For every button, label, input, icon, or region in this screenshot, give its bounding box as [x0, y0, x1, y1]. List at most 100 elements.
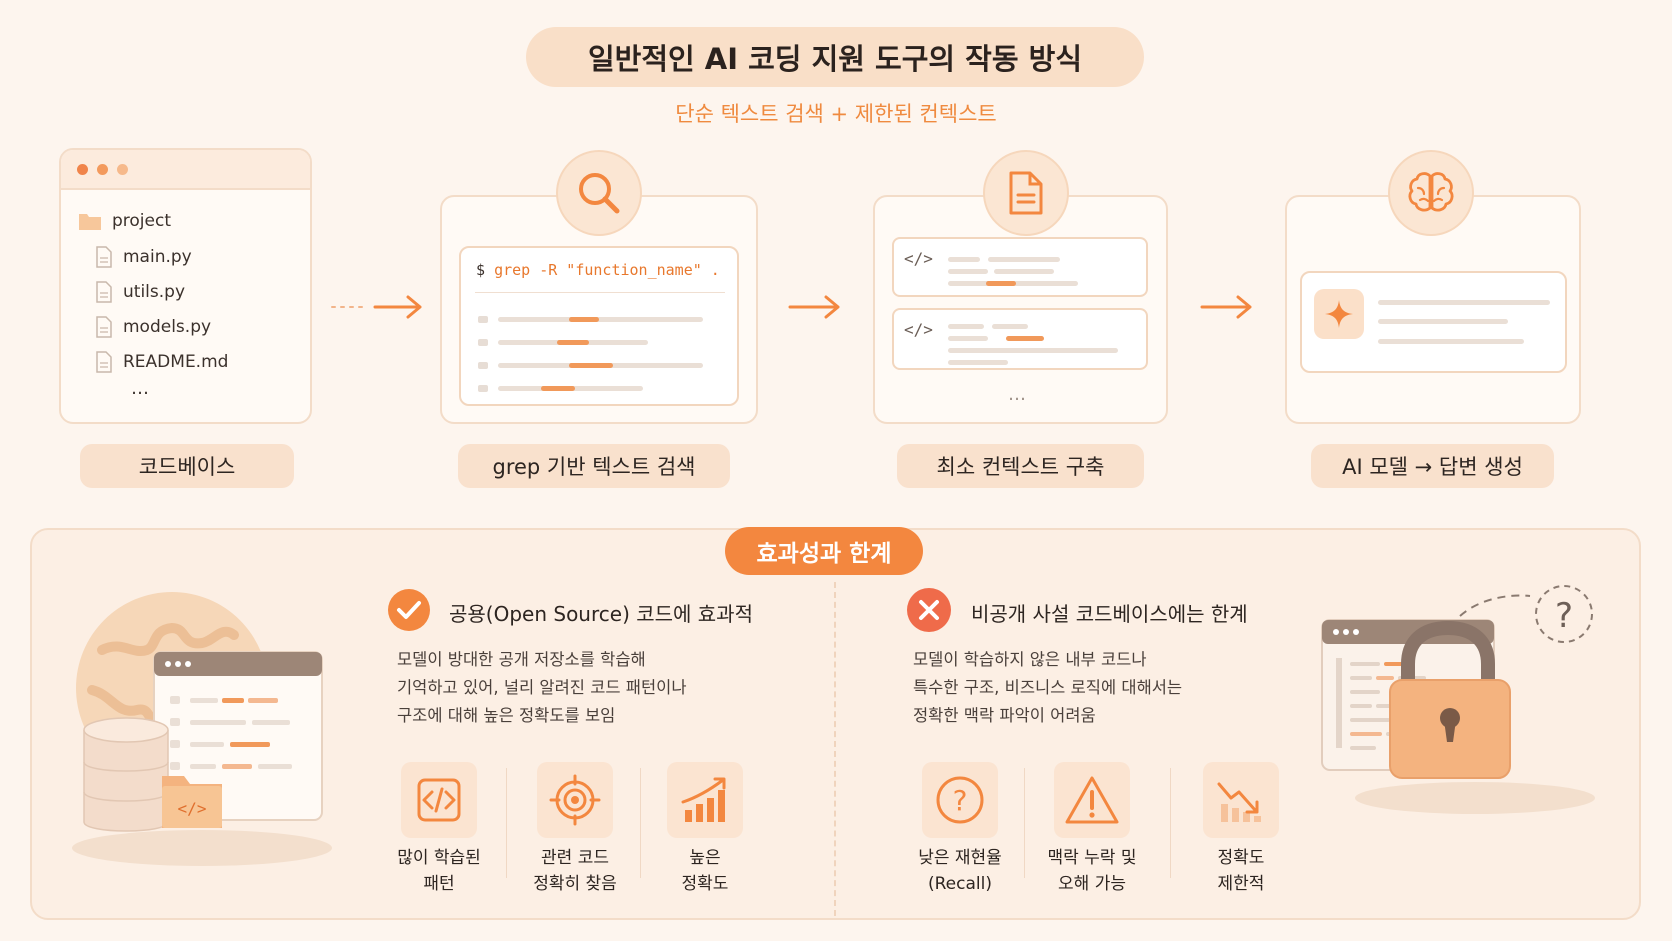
feature-label: 관련 코드 정확히 찾음: [515, 845, 635, 897]
file-name: models.py: [123, 317, 212, 337]
feature-label-line: 패턴: [423, 874, 455, 894]
divider: [475, 292, 725, 293]
feature-icon-box: [667, 762, 743, 838]
answer-line: [1378, 319, 1508, 324]
feature-label-line: 관련 코드: [541, 848, 609, 868]
step-label-grep: grep 기반 텍스트 검색: [458, 444, 730, 488]
result-highlight: [569, 363, 613, 368]
page-title: 일반적인 AI 코딩 지원 도구의 작동 방식: [526, 27, 1144, 87]
description-line: 구조에 대해 높은 정확도를 보임: [397, 706, 616, 725]
window-dot-icon: [97, 164, 108, 175]
code-icon: [417, 778, 461, 822]
search-icon: [579, 173, 620, 214]
browser-window-icon: [153, 651, 323, 821]
answer-line: [1378, 300, 1550, 305]
private-code-title: 비공개 사설 코드베이스에는 한계: [971, 602, 1248, 626]
feature-icon-box: ?: [922, 762, 998, 838]
growth-chart-icon: [681, 777, 726, 822]
dashed-connector: [1459, 594, 1531, 617]
feature-label: 정확도 제한적: [1181, 845, 1301, 897]
snippet-line: [948, 257, 980, 262]
feature-icon-box: [1054, 762, 1130, 838]
feature-label-line: 맥락 누락 및: [1047, 848, 1137, 868]
description-line: 정확한 맥락 파악이 어려움: [913, 706, 1096, 725]
terminal-panel: $ grep -R "function_name" .: [459, 246, 739, 406]
file-name: README.md: [123, 352, 229, 372]
open-source-title: 공용(Open Source) 코드에 효과적: [449, 602, 753, 626]
snippet-highlight: [986, 281, 1016, 286]
code-tag-icon: </>: [904, 320, 933, 339]
feature-icon-box: [1203, 762, 1279, 838]
feature-label-line: 정확히 찾음: [533, 874, 617, 894]
window-dot-icon: [77, 164, 88, 175]
context-snippet: </>: [892, 237, 1148, 297]
codebase-window: project main.py utils.py models.py READM…: [59, 148, 312, 424]
feature-icon-box: [401, 762, 477, 838]
padlock-icon: [1389, 620, 1511, 779]
sparkle-icon: [1325, 300, 1353, 328]
search-icon-badge: [556, 150, 642, 236]
more-indicator: …: [131, 378, 149, 399]
page-title-text: 일반적인 AI 코딩 지원 도구의 작동 방식: [587, 42, 1082, 76]
snippet-line: [948, 269, 988, 274]
result-marker: [478, 362, 488, 369]
file-row: main.py: [95, 246, 192, 268]
feature-label-line: 많이 학습된: [397, 848, 481, 868]
snippet-line: [948, 360, 1008, 365]
window-dot-icon: [117, 164, 128, 175]
folder-icon: [79, 214, 101, 230]
feature-label: 맥락 누락 및 오해 가능: [1030, 845, 1154, 897]
model-answer-panel: [1300, 271, 1567, 373]
file-row: utils.py: [95, 281, 185, 303]
arrow-right-icon: [331, 295, 422, 319]
feature-label-line: (Recall): [928, 874, 992, 894]
open-source-description: 모델이 방대한 공개 저장소를 학습해 기억하고 있어, 널리 알려진 코드 패…: [397, 646, 687, 730]
result-marker: [478, 385, 488, 392]
private-code-description: 모델이 학습하지 않은 내부 코드나 특수한 구조, 비즈니스 로직에 대해서는…: [913, 646, 1182, 730]
feature-icon-box: [537, 762, 613, 838]
private-code-illustration: ?: [1321, 585, 1595, 814]
feature-label-line: 제한적: [1217, 874, 1265, 894]
sparkle-icon-box: [1314, 289, 1364, 339]
code-folder-icon: </>: [162, 776, 222, 828]
effectiveness-badge: 효과성과 한계: [725, 527, 923, 575]
question-bubble-icon: ?: [1535, 585, 1593, 643]
window-titlebar: [61, 150, 310, 190]
result-marker: [478, 316, 488, 323]
svg-text:</>: </>: [178, 799, 207, 818]
answer-line: [1378, 339, 1524, 344]
grep-command: grep -R "function_name" .: [494, 261, 720, 279]
snippet-line: [948, 348, 1118, 353]
feature-divider: [640, 768, 641, 878]
file-row: models.py: [95, 316, 211, 338]
more-snippets: …: [1008, 384, 1026, 405]
description-line: 특수한 구조, 비즈니스 로직에 대해서는: [913, 678, 1183, 697]
feature-label: 높은 정확도: [645, 845, 765, 897]
document-icon: [1009, 171, 1043, 215]
check-circle-icon: [388, 589, 430, 631]
decline-chart-icon: [1217, 782, 1261, 822]
file-row: README.md: [95, 351, 228, 373]
shell-prompt: $: [476, 261, 486, 279]
result-highlight: [557, 340, 589, 345]
arrow-right-icon: [1200, 295, 1252, 319]
more-files: …: [131, 378, 149, 399]
feature-label-line: 낮은 재현율: [918, 848, 1002, 868]
result-line: [498, 317, 703, 322]
warning-icon: [1065, 776, 1119, 824]
description-line: 모델이 학습하지 않은 내부 코드나: [913, 650, 1147, 669]
file-name: main.py: [123, 247, 192, 267]
question-icon: ?: [936, 776, 984, 824]
snippet-highlight: [1006, 336, 1044, 341]
file-icon: [96, 316, 112, 338]
svg-text:?: ?: [953, 784, 968, 817]
panel-divider: [834, 582, 836, 916]
brain-icon: [1408, 172, 1454, 212]
description-line: 기억하고 있어, 널리 알려진 코드 패턴이나: [397, 678, 687, 697]
description-line: 모델이 방대한 공개 저장소를 학습해: [397, 650, 646, 669]
document-icon-badge: [983, 150, 1069, 236]
result-highlight: [569, 317, 599, 322]
grep-command-line: $ grep -R "function_name" .: [476, 261, 720, 279]
result-marker: [478, 339, 488, 346]
snippet-line: [948, 324, 984, 329]
